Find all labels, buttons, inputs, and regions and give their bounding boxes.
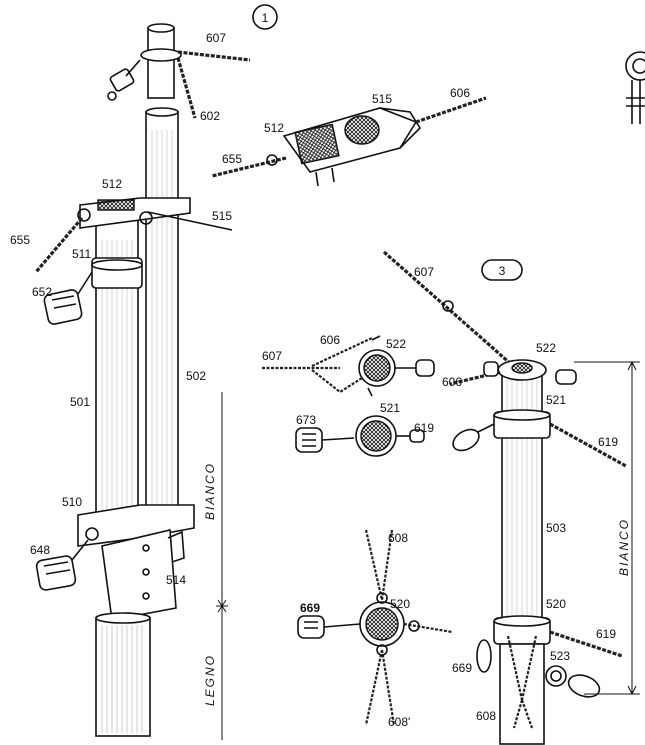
cleat-icon: [555, 369, 577, 385]
label-606-detail: 606: [450, 86, 470, 100]
label-501: 501: [70, 395, 90, 409]
rope-619-low: [549, 630, 623, 658]
fitting-round: [344, 115, 380, 145]
label-607-top: 607: [206, 31, 226, 45]
label-606-mid: 606: [320, 333, 340, 347]
rope-655-detail: [211, 156, 287, 178]
shackle-icon: [107, 59, 141, 101]
detail-ring-520: [297, 529, 453, 726]
label-521-fig3: 521: [546, 393, 566, 407]
label-510: 510: [62, 495, 82, 509]
lower-pole: [499, 643, 545, 745]
label-514: 514: [166, 573, 186, 587]
label-608-mid: 608: [388, 531, 408, 545]
label-655-detail: 655: [222, 152, 242, 166]
label-607-mid: 607: [262, 349, 282, 363]
partial-fitting-top-right: [625, 51, 645, 124]
label-523: 523: [550, 649, 570, 663]
label-602: 602: [200, 109, 220, 123]
figure-marker-3: 3: [481, 259, 523, 281]
label-606-fig3: 606: [442, 375, 462, 389]
label-512-main: 512: [102, 177, 122, 191]
block-icon: [43, 271, 93, 325]
figure-number-1: 1: [262, 11, 269, 25]
upper-pole-stub: [147, 27, 175, 99]
figure-marker-1: 1: [252, 4, 278, 30]
label-522-fig3: 522: [536, 341, 556, 355]
rope-607-top: [177, 50, 251, 62]
label-515-main: 515: [212, 209, 232, 223]
label-608-low-mid: 608': [388, 715, 410, 729]
label-522-mid: 522: [386, 337, 406, 351]
label-607-fig3: 607: [414, 265, 434, 279]
label-655-main: 655: [10, 233, 30, 247]
detail-ring-521: [295, 415, 425, 457]
label-619-fig3: 619: [598, 435, 618, 449]
label-608-fig3: 608: [476, 709, 496, 723]
label-673: 673: [296, 413, 316, 427]
figure-3-mast: [382, 250, 640, 745]
cleat-icon: [415, 359, 435, 377]
label-648: 648: [30, 543, 50, 557]
block-icon: [476, 639, 492, 673]
label-669-mid: 669: [300, 601, 320, 615]
rope-607-fig3: [382, 250, 522, 374]
figure-1-mast: [34, 23, 251, 740]
block-icon: [35, 539, 89, 591]
label-652: 652: [32, 285, 52, 299]
label-669-fig3: 669: [452, 661, 472, 675]
top-band: [140, 48, 182, 62]
label-520-fig3: 520: [546, 597, 566, 611]
label-520-mid: 520: [390, 597, 410, 611]
label-511: 511: [72, 247, 91, 261]
label-515-detail: 515: [372, 92, 392, 106]
label-bianco-left: BIANCO: [203, 462, 217, 520]
label-legno: LEGNO: [203, 654, 217, 706]
rod-515: [147, 211, 233, 231]
part-labels: 607 602 515 606 512 655 512 515 655 511 …: [10, 31, 618, 729]
label-521-mid: 521: [380, 401, 400, 415]
label-bianco-right: BIANCO: [617, 518, 631, 576]
fitting-square: [294, 123, 340, 165]
rope-606-detail: [415, 96, 487, 124]
lashing-608: [506, 635, 538, 729]
crosstree-510: [77, 504, 195, 547]
detail-ring-522: [262, 335, 435, 397]
rope-655: [34, 216, 84, 274]
rope-602: [176, 57, 197, 119]
figure-number-3: 3: [499, 264, 506, 278]
bracket-514: [101, 529, 177, 621]
label-502: 502: [186, 369, 206, 383]
label-619-mid: 619: [414, 421, 434, 435]
deadeye-icon: [545, 665, 601, 698]
detail-crosstree-fitting: [211, 96, 487, 187]
label-619-low: 619: [596, 627, 616, 641]
cleat-icon: [297, 615, 325, 639]
rope-619-fig3: [549, 422, 627, 468]
label-503: 503: [546, 521, 566, 535]
label-512-detail: 512: [264, 121, 284, 135]
block-icon: [452, 428, 480, 452]
